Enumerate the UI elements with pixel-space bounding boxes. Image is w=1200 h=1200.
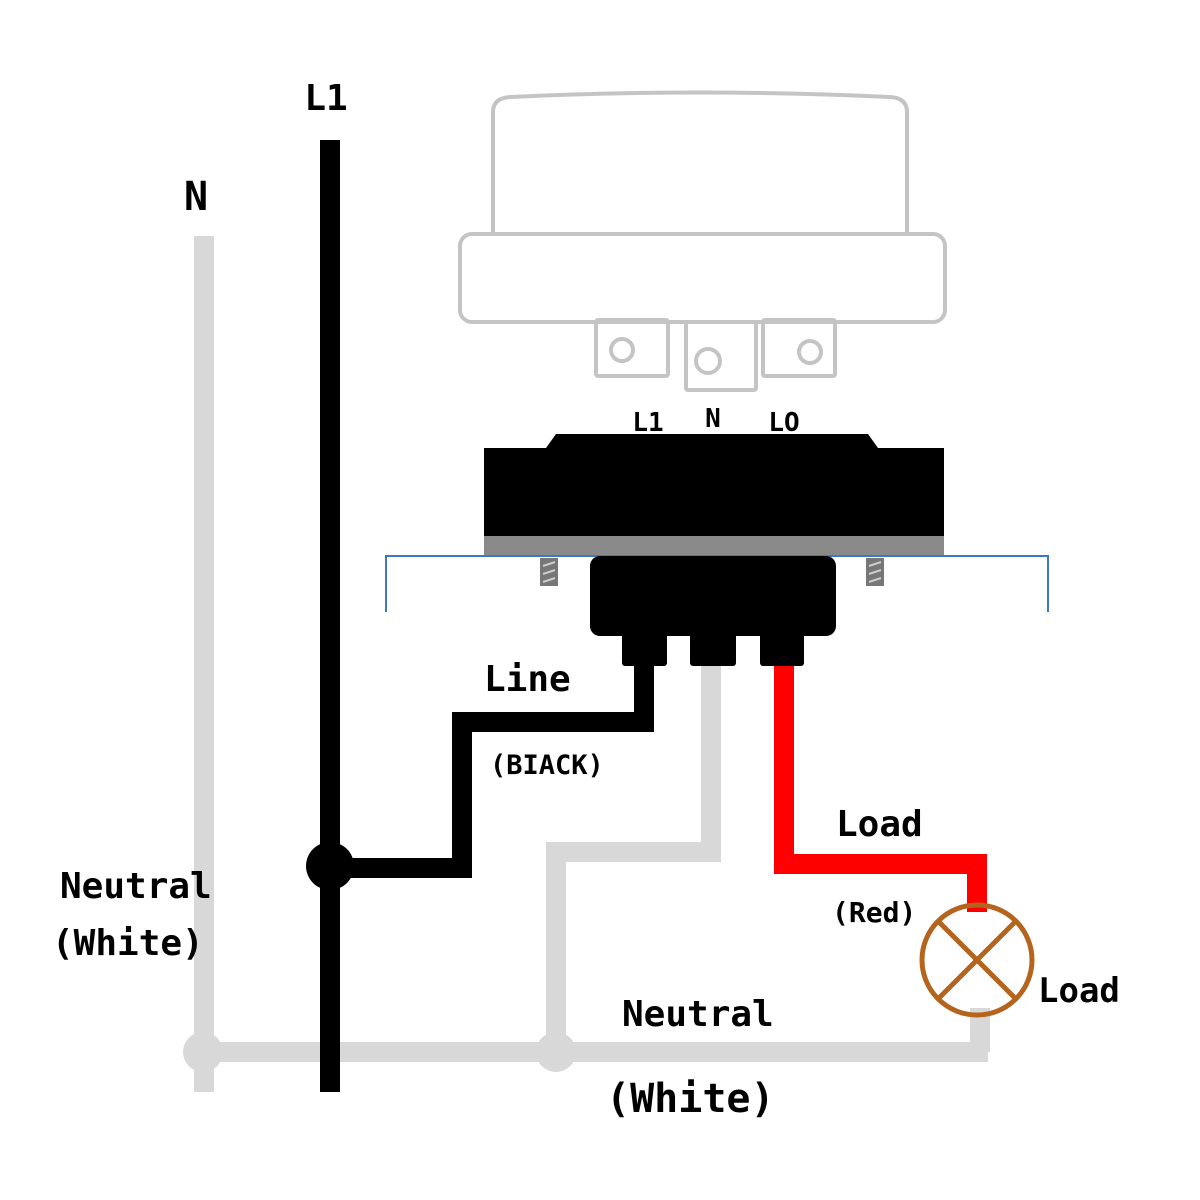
terminal-label-l1: L1 — [632, 408, 663, 438]
label-neutral-bottom: Neutral — [622, 994, 774, 1035]
label-white-left: (White) — [52, 923, 204, 964]
screw-thread-l2 — [542, 569, 556, 575]
screw-thread-r1 — [868, 561, 882, 567]
lead-terminal-line — [622, 630, 667, 666]
neutral-wiring — [190, 236, 990, 1092]
label-red: (Red) — [832, 896, 916, 929]
receptacle-gasket — [484, 536, 944, 556]
lead-terminal-load — [760, 630, 804, 666]
label-white-bottom: (White) — [606, 1076, 775, 1122]
terminal-label-n: N — [705, 404, 721, 434]
screw-thread-l1 — [542, 561, 556, 567]
twist-lock-receptacle-icon — [385, 434, 1049, 666]
label-black: (BIACK) — [490, 750, 604, 781]
screw-thread-r2 — [868, 569, 882, 575]
prong-hole-n — [694, 347, 722, 375]
label-load-wire: Load — [836, 804, 923, 845]
label-line: Line — [484, 659, 571, 700]
screw-thread-r3 — [868, 577, 882, 583]
line-wiring — [320, 140, 654, 1092]
screw-thread-l3 — [542, 577, 556, 583]
sensor-prong-lo — [761, 318, 837, 378]
label-load-lamp: Load — [1038, 971, 1120, 1011]
load-wire — [774, 666, 987, 912]
prong-hole-l1 — [609, 337, 635, 363]
line-junction — [306, 842, 354, 890]
photocell-sensor-icon — [458, 90, 947, 392]
sensor-prong-n — [684, 320, 758, 392]
neutral-photocell-wire — [546, 666, 721, 1052]
neutral-junction-middle — [536, 1032, 576, 1072]
line-photocell-wire — [330, 666, 654, 878]
lamp-bulb — [919, 902, 1035, 1018]
sensor-prong-l1 — [594, 318, 670, 378]
lamp-icon — [919, 902, 1035, 1018]
neutral-junction-left — [183, 1032, 223, 1072]
label-neutral-left: Neutral — [60, 866, 212, 907]
terminal-label-lo: LO — [768, 408, 799, 438]
receptacle-housing — [590, 556, 836, 636]
prong-hole-lo — [797, 339, 823, 365]
label-l1-top: L1 — [304, 78, 347, 119]
label-n-top: N — [184, 174, 208, 220]
sensor-base — [458, 232, 947, 324]
receptacle-body — [484, 434, 944, 538]
sensor-dome — [491, 90, 909, 232]
lead-terminal-neutral — [690, 630, 736, 666]
lamp-cross-b — [936, 919, 1018, 1001]
